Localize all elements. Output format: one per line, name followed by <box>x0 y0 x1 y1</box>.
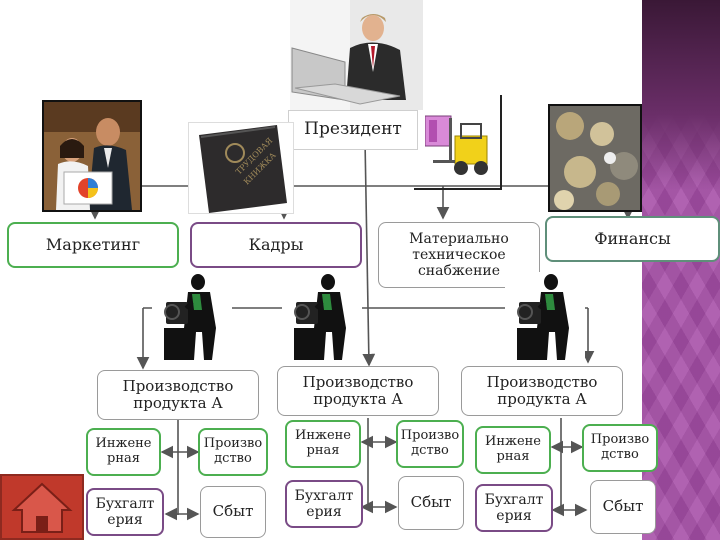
production-label-3: Произво дство <box>590 432 650 462</box>
passport-photo: ТРУДОВАЯ КНИЖКА <box>188 122 294 214</box>
sales-label-2: Сбыт <box>410 493 452 512</box>
forklift-clipart <box>425 108 495 183</box>
sales-label-1: Сбыт <box>212 502 254 521</box>
accounting-label-1: Бухгалт ерия <box>95 495 155 528</box>
marketing-box: Маркетинг <box>7 222 179 268</box>
machinist-silhouette-3 <box>503 270 587 364</box>
home-button[interactable] <box>0 474 84 540</box>
engineering-label-2: Инжене рная <box>294 428 351 458</box>
engineering-box-3: Инжене рная <box>475 426 551 474</box>
production-title-box-1: Производство продукта А <box>97 370 259 420</box>
production-label-1: Произво дство <box>203 436 263 466</box>
engineering-label-1: Инжене рная <box>95 436 152 466</box>
finance-box: Финансы <box>545 216 720 262</box>
production-title-box-2: Производство продукта А <box>277 366 439 416</box>
production-title-2: Производство продукта А <box>302 372 414 408</box>
engineering-label-3: Инжене рная <box>484 434 541 464</box>
production-label-2: Произво дство <box>400 428 460 458</box>
production-title-1: Производство продукта А <box>122 376 234 412</box>
sales-box-1: Сбыт <box>200 486 266 538</box>
finance-label: Финансы <box>594 228 671 248</box>
supply-box: Материально техническое снабжение <box>378 222 540 288</box>
accounting-box-3: Бухгалт ерия <box>475 484 553 532</box>
marketing-label: Маркетинг <box>45 234 141 254</box>
supply-photo-frame <box>414 95 502 190</box>
hr-label: Кадры <box>248 234 304 254</box>
machinist-silhouette-2 <box>280 270 364 364</box>
workers-photo <box>42 100 142 212</box>
side-panel-gradient <box>642 0 720 190</box>
production-box-2: Произво дство <box>396 420 464 468</box>
sales-box-3: Сбыт <box>590 480 656 534</box>
accounting-box-2: Бухгалт ерия <box>285 480 363 528</box>
sales-box-2: Сбыт <box>398 476 464 530</box>
production-box-3: Произво дство <box>582 424 658 472</box>
businessman-photo <box>290 0 423 110</box>
production-box-1: Произво дство <box>198 428 268 476</box>
accounting-label-3: Бухгалт ерия <box>484 491 544 524</box>
production-title-box-3: Производство продукта А <box>461 366 623 416</box>
supply-label: Материально техническое снабжение <box>409 230 509 280</box>
coins-photo <box>548 104 642 212</box>
hr-box: Кадры <box>190 222 362 268</box>
accounting-box-1: Бухгалт ерия <box>86 488 164 536</box>
president-box: Президент <box>288 110 418 150</box>
president-label: Президент <box>304 119 402 140</box>
engineering-box-1: Инжене рная <box>86 428 161 476</box>
production-title-3: Производство продукта А <box>486 372 598 408</box>
engineering-box-2: Инжене рная <box>285 420 361 468</box>
sales-label-3: Сбыт <box>602 497 644 516</box>
machinist-silhouette-1 <box>150 270 234 364</box>
home-icon <box>11 482 73 533</box>
accounting-label-2: Бухгалт ерия <box>294 487 354 520</box>
